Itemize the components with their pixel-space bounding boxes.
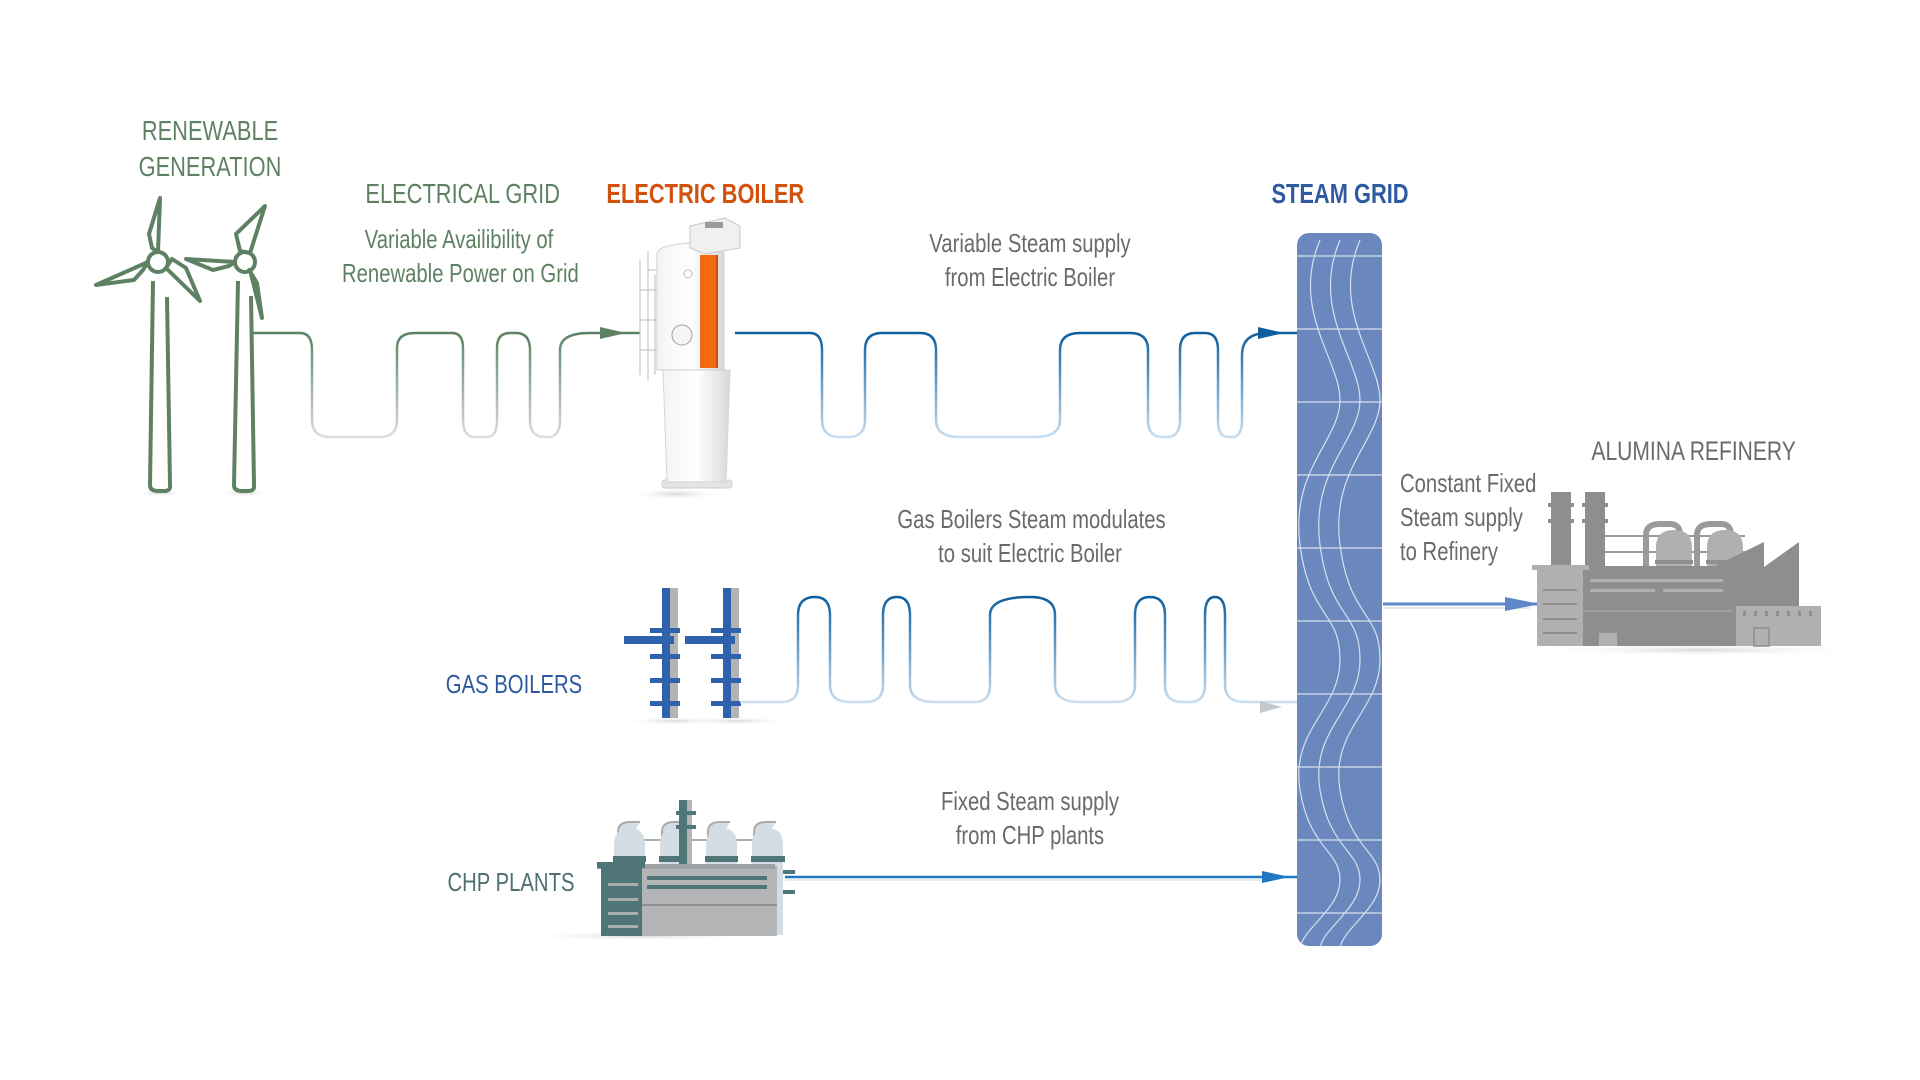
electrical-grid-desc-line1: Variable Availibility of xyxy=(364,224,554,254)
arrow-head xyxy=(1505,597,1540,611)
electric-boiler-steam-line2: from Electric Boiler xyxy=(944,262,1116,292)
electric-boiler-steam-line1: Variable Steam supply xyxy=(929,228,1131,258)
refinery-supply-caption: Constant Fixed Steam supply to Refinery xyxy=(1400,466,1556,568)
renewable-generation-line2: GENERATION xyxy=(138,151,282,182)
arrow-head xyxy=(1260,701,1282,713)
arrow-head xyxy=(600,327,626,339)
gas-boiler-steam-line2: to suit Electric Boiler xyxy=(938,538,1122,568)
gas-boiler-steam-line1: Gas Boilers Steam modulates xyxy=(897,504,1166,534)
refinery-supply-line1: Constant Fixed xyxy=(1400,468,1537,498)
electrical-flow-line xyxy=(251,331,640,439)
refinery-supply-line2: Steam supply xyxy=(1400,502,1523,532)
alumina-refinery-title: ALUMINA REFINERY xyxy=(1591,436,1796,466)
refinery-supply-line3: to Refinery xyxy=(1400,536,1499,566)
electric-boiler-steam-caption: Variable Steam supply from Electric Boil… xyxy=(913,226,1147,294)
gas-boilers-title: GAS BOILERS xyxy=(445,669,583,699)
chp-steam-caption: Fixed Steam supply from CHP plants xyxy=(913,784,1147,852)
wind-turbine-icon xyxy=(94,196,202,497)
gas-boiler-icon xyxy=(682,588,792,725)
chp-steam-line2: from CHP plants xyxy=(955,820,1105,850)
arrow-head xyxy=(1258,327,1284,339)
electric-boiler-title: ELECTRIC BOILER xyxy=(606,178,805,209)
arrow-head xyxy=(1262,871,1290,883)
electrical-grid-desc-line2: Renewable Power on Grid xyxy=(342,258,579,288)
electric-boiler-steam-line xyxy=(735,331,1297,439)
electrical-grid-description: Variable Availibility of Renewable Power… xyxy=(342,222,579,290)
renewable-generation-label: RENEWABLE GENERATION xyxy=(132,113,288,185)
renewable-generation-line1: RENEWABLE xyxy=(141,115,279,146)
steam-grid-column xyxy=(1297,233,1382,946)
gas-boiler-steam-caption: Gas Boilers Steam modulates to suit Elec… xyxy=(897,502,1166,570)
electrical-grid-title: ELECTRICAL GRID xyxy=(365,178,560,209)
gas-boiler-steam-line xyxy=(740,595,1297,704)
chp-steam-line1: Fixed Steam supply xyxy=(940,786,1120,816)
steam-grid-title: STEAM GRID xyxy=(1271,178,1409,209)
chp-plant-icon xyxy=(520,800,795,941)
electric-boiler-icon xyxy=(628,217,741,500)
chp-plants-title: CHP PLANTS xyxy=(447,867,575,897)
wind-turbine-icon xyxy=(184,204,270,497)
alumina-refinery-icon xyxy=(1530,492,1870,656)
